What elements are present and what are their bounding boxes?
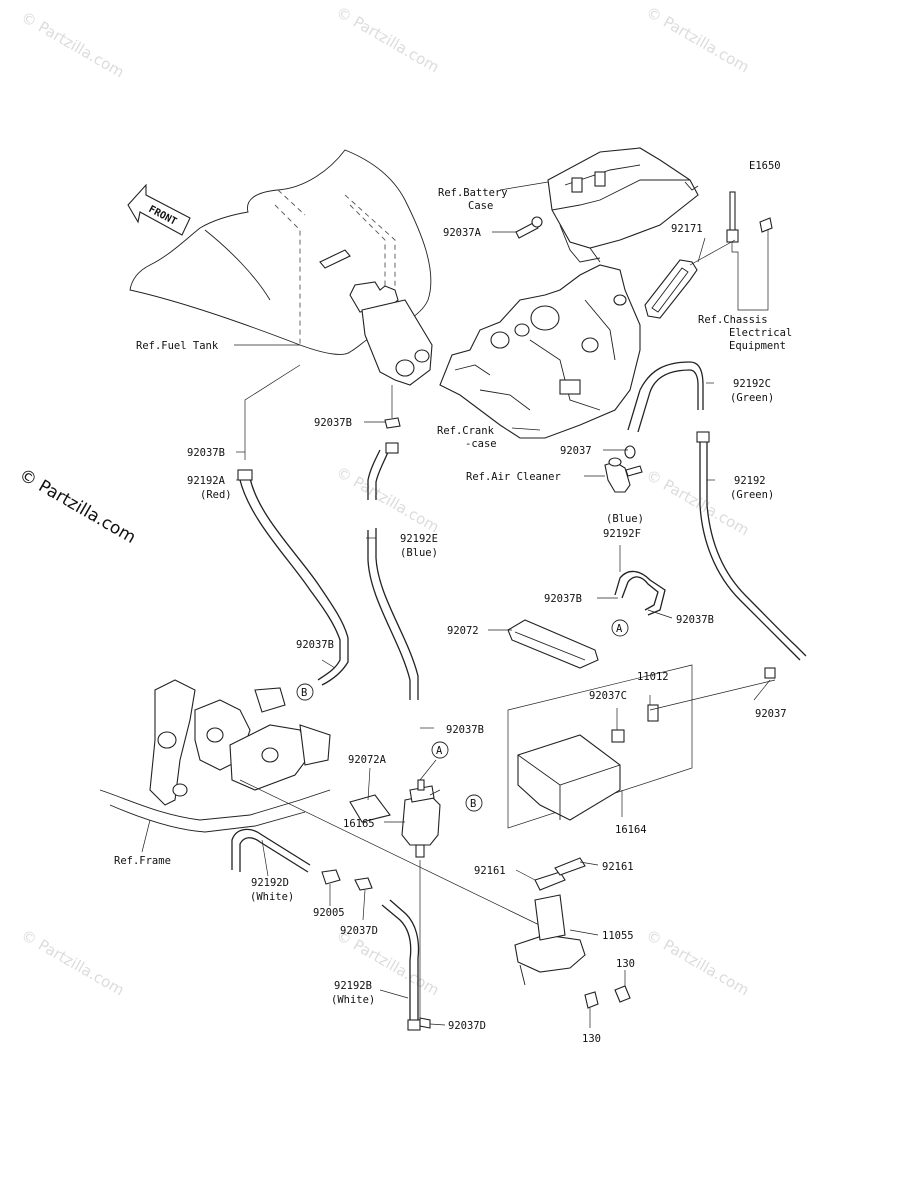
- label-92192C: 92192C: [733, 378, 771, 390]
- label-130-lower: 130: [582, 1033, 601, 1045]
- watermark-3: © Partzilla.com: [643, 3, 752, 76]
- label-ref-battery-case-2: Case: [468, 200, 493, 212]
- diagram-code: E1650: [749, 160, 781, 172]
- label-92037-right: 92037: [755, 708, 787, 720]
- label-92192B-color: (White): [331, 994, 375, 1006]
- label-ref-battery-case-1: Ref.Battery: [438, 187, 508, 199]
- callout-a-lower: A: [431, 741, 449, 759]
- label-ref-chassis-2: Electrical: [729, 327, 792, 339]
- label-92192D-color: (White): [250, 891, 294, 903]
- label-92161-right: 92161: [602, 861, 634, 873]
- leader-lines: [141, 181, 771, 1028]
- frame-drawing: [99, 679, 331, 833]
- hose-92192-drawing: [696, 431, 807, 679]
- label-92037D-upper: 92037D: [340, 925, 378, 937]
- label-92161-left: 92161: [474, 865, 506, 877]
- label-92171: 92171: [671, 223, 703, 235]
- bracket-92072-drawing: [507, 619, 599, 669]
- label-92192E: 92192E: [400, 533, 438, 545]
- bolts-130-drawing: [584, 985, 631, 1009]
- label-ref-chassis-1: Ref.Chassis: [698, 314, 768, 326]
- callout-b-right-label: B: [470, 798, 476, 810]
- battery-case-drawing: [547, 147, 699, 263]
- label-92037A: 92037A: [443, 227, 482, 239]
- callout-b-left-label: B: [301, 687, 307, 699]
- watermark-2: © Partzilla.com: [333, 3, 442, 76]
- label-11012: 11012: [637, 671, 669, 683]
- label-92192A-color: (Red): [200, 489, 232, 501]
- air-cleaner-fitting-drawing: [604, 445, 643, 493]
- label-92005: 92005: [313, 907, 345, 919]
- label-92037B-f-right: 92037B: [676, 614, 714, 626]
- watermark-6: © Partzilla.com: [18, 926, 127, 999]
- watermark-8: © Partzilla.com: [643, 926, 752, 999]
- watermark-1: © Partzilla.com: [18, 8, 127, 81]
- hose-92192B-drawing: [381, 860, 431, 1031]
- label-92192B: 92192B: [334, 980, 372, 992]
- watermark-4: © Partzilla.com: [333, 463, 442, 536]
- label-ref-frame: Ref.Frame: [114, 855, 171, 867]
- front-arrow-icon: FRONT: [127, 183, 191, 236]
- label-92037C: 92037C: [589, 690, 627, 702]
- fuel-tank-drawing: [129, 149, 433, 386]
- label-92192-color: (Green): [730, 489, 774, 501]
- label-92072A: 92072A: [348, 754, 387, 766]
- label-92037B-lower-left: 92037B: [296, 639, 334, 651]
- label-92037-upper: 92037: [560, 445, 592, 457]
- callout-a-lower-label: A: [436, 745, 443, 757]
- label-92037B-left: 92037B: [187, 447, 225, 459]
- part-labels: Ref.Battery Case 92037A 92171 Ref.Chassi…: [114, 187, 792, 1045]
- canister-box-drawing: [507, 664, 776, 829]
- label-11055: 11055: [602, 930, 634, 942]
- clamp-92171-drawing: [644, 239, 736, 319]
- bolt-92037A-drawing: [515, 216, 543, 239]
- label-92192C-color: (Green): [730, 392, 774, 404]
- label-ref-air-cleaner: Ref.Air Cleaner: [466, 471, 561, 483]
- fuel-filter-16165-drawing: [401, 759, 441, 858]
- hose-92192D-drawing: [231, 779, 561, 936]
- label-92192F: 92192F: [603, 528, 641, 540]
- label-92192: 92192: [734, 475, 766, 487]
- label-92037B-f-left: 92037B: [544, 593, 582, 605]
- label-92192F-color: (Blue): [606, 513, 644, 525]
- label-16164: 16164: [615, 824, 647, 836]
- hose-92192E-drawing: [367, 385, 419, 700]
- label-ref-chassis-3: Equipment: [729, 340, 786, 352]
- label-16165: 16165: [343, 818, 375, 830]
- label-92037B-center: 92037B: [314, 417, 352, 429]
- label-92192D: 92192D: [251, 877, 289, 889]
- label-ref-crankcase-1: Ref.Crank: [437, 425, 495, 437]
- label-92072: 92072: [447, 625, 479, 637]
- callout-a-upper-label: A: [616, 623, 623, 635]
- callout-b-right: B: [465, 794, 483, 812]
- callout-b-left: B: [296, 683, 314, 701]
- callout-a-upper: A: [611, 619, 629, 637]
- label-ref-fuel-tank: Ref.Fuel Tank: [136, 340, 219, 352]
- label-92037B-mid: 92037B: [446, 724, 484, 736]
- label-ref-crankcase-2: -case: [465, 438, 497, 450]
- bracket-11055-drawing: [514, 857, 586, 986]
- partzilla-credit: © Partzilla.com: [16, 465, 140, 548]
- label-92037D-lower: 92037D: [448, 1020, 486, 1032]
- bracket-92072A-drawing: [349, 794, 391, 823]
- label-92192A: 92192A: [187, 475, 226, 487]
- hose-92192C-drawing: [627, 361, 704, 433]
- label-130-upper: 130: [616, 958, 635, 970]
- chassis-electrical-drawing: [726, 191, 773, 311]
- crankcase-drawing: [439, 264, 641, 439]
- hose-92192F-drawing: [614, 570, 666, 616]
- hose-92192A-drawing: [237, 364, 349, 686]
- label-92192E-color: (Blue): [400, 547, 438, 559]
